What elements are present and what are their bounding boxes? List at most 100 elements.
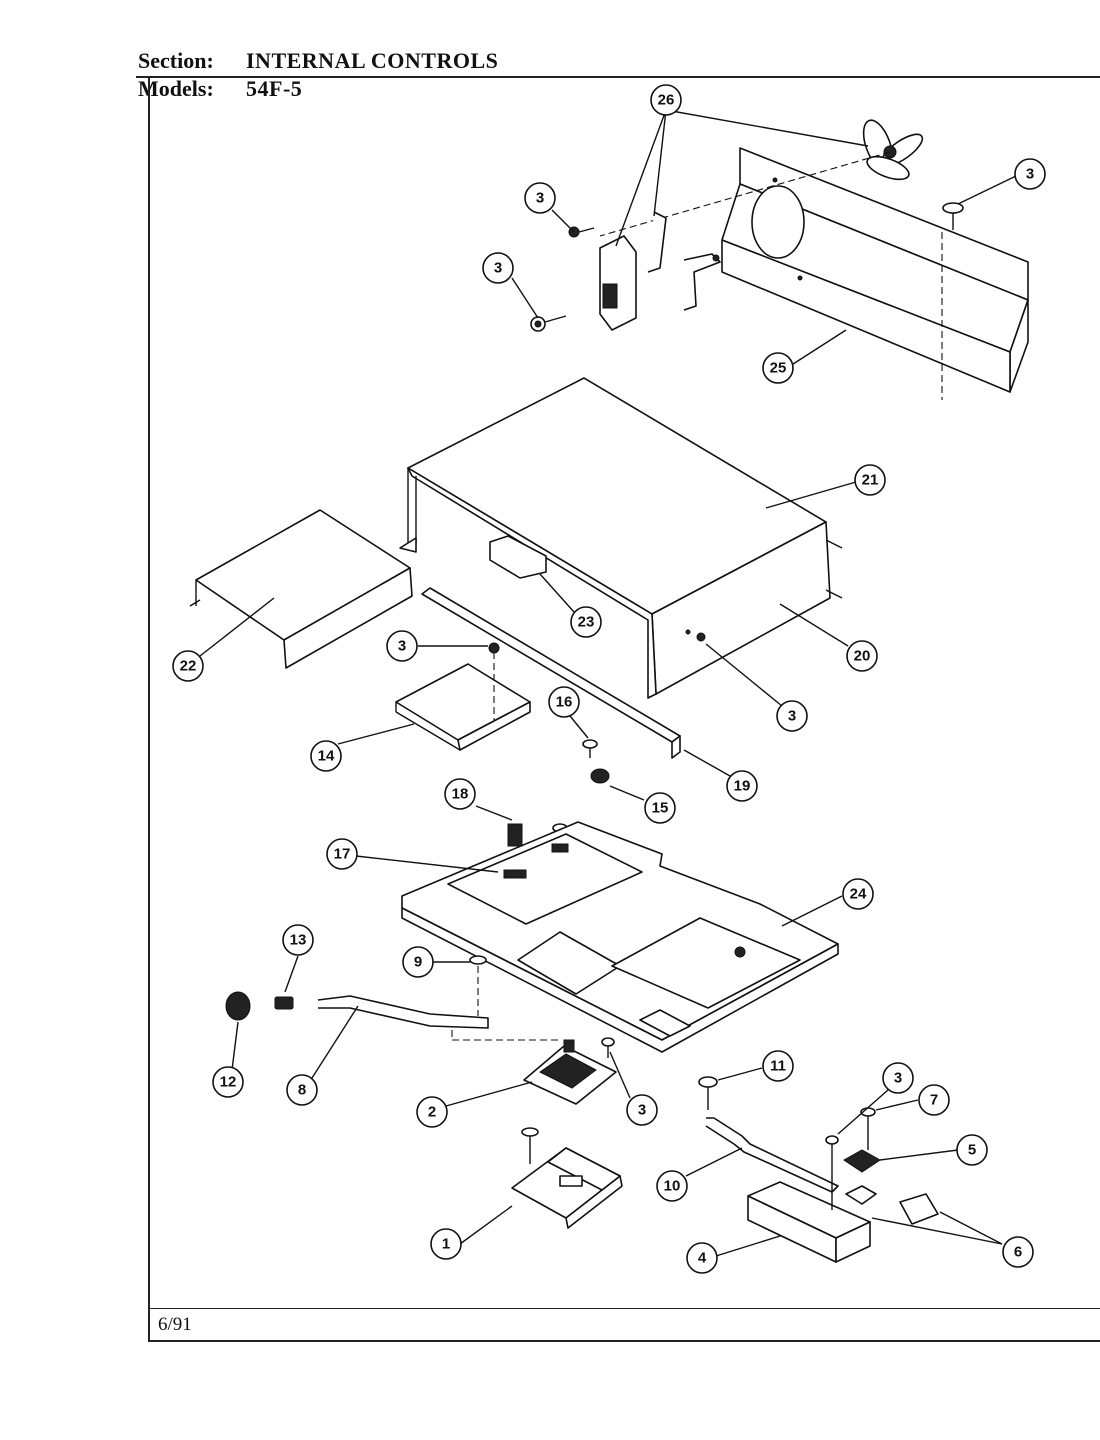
svg-text:3: 3 <box>894 1070 902 1087</box>
section-title: INTERNAL CONTROLS <box>246 48 499 73</box>
svg-text:17: 17 <box>334 846 351 863</box>
part-mounting-bracket <box>511 1147 623 1229</box>
callout-13: 13 <box>282 924 314 956</box>
part-link-arm <box>317 995 489 1029</box>
diagram-frame <box>148 78 1100 1342</box>
svg-text:2: 2 <box>428 1104 436 1121</box>
svg-text:4: 4 <box>698 1250 707 1267</box>
callout-26: 26 <box>650 84 682 116</box>
callout-16: 16 <box>548 686 580 718</box>
screw-icon <box>860 1107 876 1150</box>
svg-text:10: 10 <box>664 1178 681 1195</box>
svg-text:1: 1 <box>442 1236 450 1253</box>
screw-icon <box>469 955 487 965</box>
svg-text:6: 6 <box>1014 1244 1022 1261</box>
callout-3: 3 <box>626 1094 658 1126</box>
callout-3: 3 <box>386 630 418 662</box>
callout-20: 20 <box>846 640 878 672</box>
clip-icon <box>274 996 294 1010</box>
frame-top-rule <box>136 76 1100 78</box>
screw-icon <box>698 1076 718 1110</box>
svg-text:3: 3 <box>536 190 544 207</box>
svg-text:15: 15 <box>652 800 669 817</box>
part-control-board <box>395 663 531 751</box>
svg-text:26: 26 <box>658 92 675 109</box>
screw-icon <box>521 1127 539 1164</box>
part-rear-bracket <box>721 147 1029 393</box>
svg-text:8: 8 <box>298 1082 306 1099</box>
svg-text:7: 7 <box>930 1092 938 1109</box>
svg-text:18: 18 <box>452 786 469 803</box>
models-value: 54F-5 <box>246 76 303 101</box>
callout-3: 3 <box>882 1062 914 1094</box>
part-actuator <box>899 1193 939 1225</box>
callout-5: 5 <box>956 1134 988 1166</box>
svg-text:20: 20 <box>854 648 871 665</box>
svg-text:23: 23 <box>578 614 595 631</box>
leader-fan-axis <box>599 151 891 237</box>
spring-icon <box>225 991 251 1021</box>
svg-text:24: 24 <box>850 886 867 903</box>
part-rod <box>421 587 681 759</box>
screw-icon <box>825 1135 839 1210</box>
callout-17: 17 <box>326 838 358 870</box>
callout-23: 23 <box>570 606 602 638</box>
svg-text:3: 3 <box>788 708 796 725</box>
callout-11: 11 <box>762 1050 794 1082</box>
svg-text:3: 3 <box>1026 166 1034 183</box>
part-side-shield <box>189 509 413 669</box>
callout-3: 3 <box>776 700 808 732</box>
callout-18: 18 <box>444 778 476 810</box>
callout-25: 25 <box>762 352 794 384</box>
svg-text:3: 3 <box>638 1102 646 1119</box>
callout-10: 10 <box>656 1170 688 1202</box>
callout-3: 3 <box>1014 158 1046 190</box>
callout-1: 1 <box>430 1228 462 1260</box>
svg-text:14: 14 <box>318 748 335 765</box>
callout-7: 7 <box>918 1084 950 1116</box>
part-fan-motor <box>599 211 721 331</box>
screw-icon <box>942 202 964 230</box>
part-latch-rod <box>705 1117 839 1193</box>
svg-text:19: 19 <box>734 778 751 795</box>
svg-text:3: 3 <box>494 260 502 277</box>
callout-12: 12 <box>212 1066 244 1098</box>
spring-icon <box>590 768 610 784</box>
part-switch-bracket <box>747 1181 871 1263</box>
callout-24: 24 <box>842 878 874 910</box>
screw-icon <box>568 226 595 238</box>
screw-icon <box>601 1037 615 1058</box>
part-timer-assembly <box>523 1039 617 1105</box>
callout-3: 3 <box>524 182 556 214</box>
svg-text:21: 21 <box>862 472 879 489</box>
callout-14: 14 <box>310 740 342 772</box>
callout-22: 22 <box>172 650 204 682</box>
part-interlock-switch <box>845 1185 877 1205</box>
svg-text:9: 9 <box>414 954 422 971</box>
callout-8: 8 <box>286 1074 318 1106</box>
svg-text:12: 12 <box>220 1074 237 1091</box>
callout-3: 3 <box>482 252 514 284</box>
part-base-plate <box>401 821 839 1053</box>
footer-rule <box>148 1308 1100 1309</box>
callout-leaders <box>199 109 1017 1257</box>
svg-text:22: 22 <box>180 658 197 675</box>
svg-text:3: 3 <box>398 638 406 655</box>
callout-6: 6 <box>1002 1236 1034 1268</box>
callout-15: 15 <box>644 792 676 824</box>
screw-icon <box>582 739 598 758</box>
svg-text:13: 13 <box>290 932 307 949</box>
part-fan-blade <box>862 119 924 181</box>
models-label: Models: <box>138 76 214 101</box>
svg-text:25: 25 <box>770 360 787 377</box>
callout-9: 9 <box>402 946 434 978</box>
screw-icon <box>488 642 500 654</box>
section-label: Section: <box>138 48 214 73</box>
callout-4: 4 <box>686 1242 718 1274</box>
screw-icon <box>530 315 567 332</box>
svg-text:5: 5 <box>968 1142 976 1159</box>
svg-text:16: 16 <box>556 694 573 711</box>
part-cover-box <box>399 377 843 699</box>
callout-2: 2 <box>416 1096 448 1128</box>
